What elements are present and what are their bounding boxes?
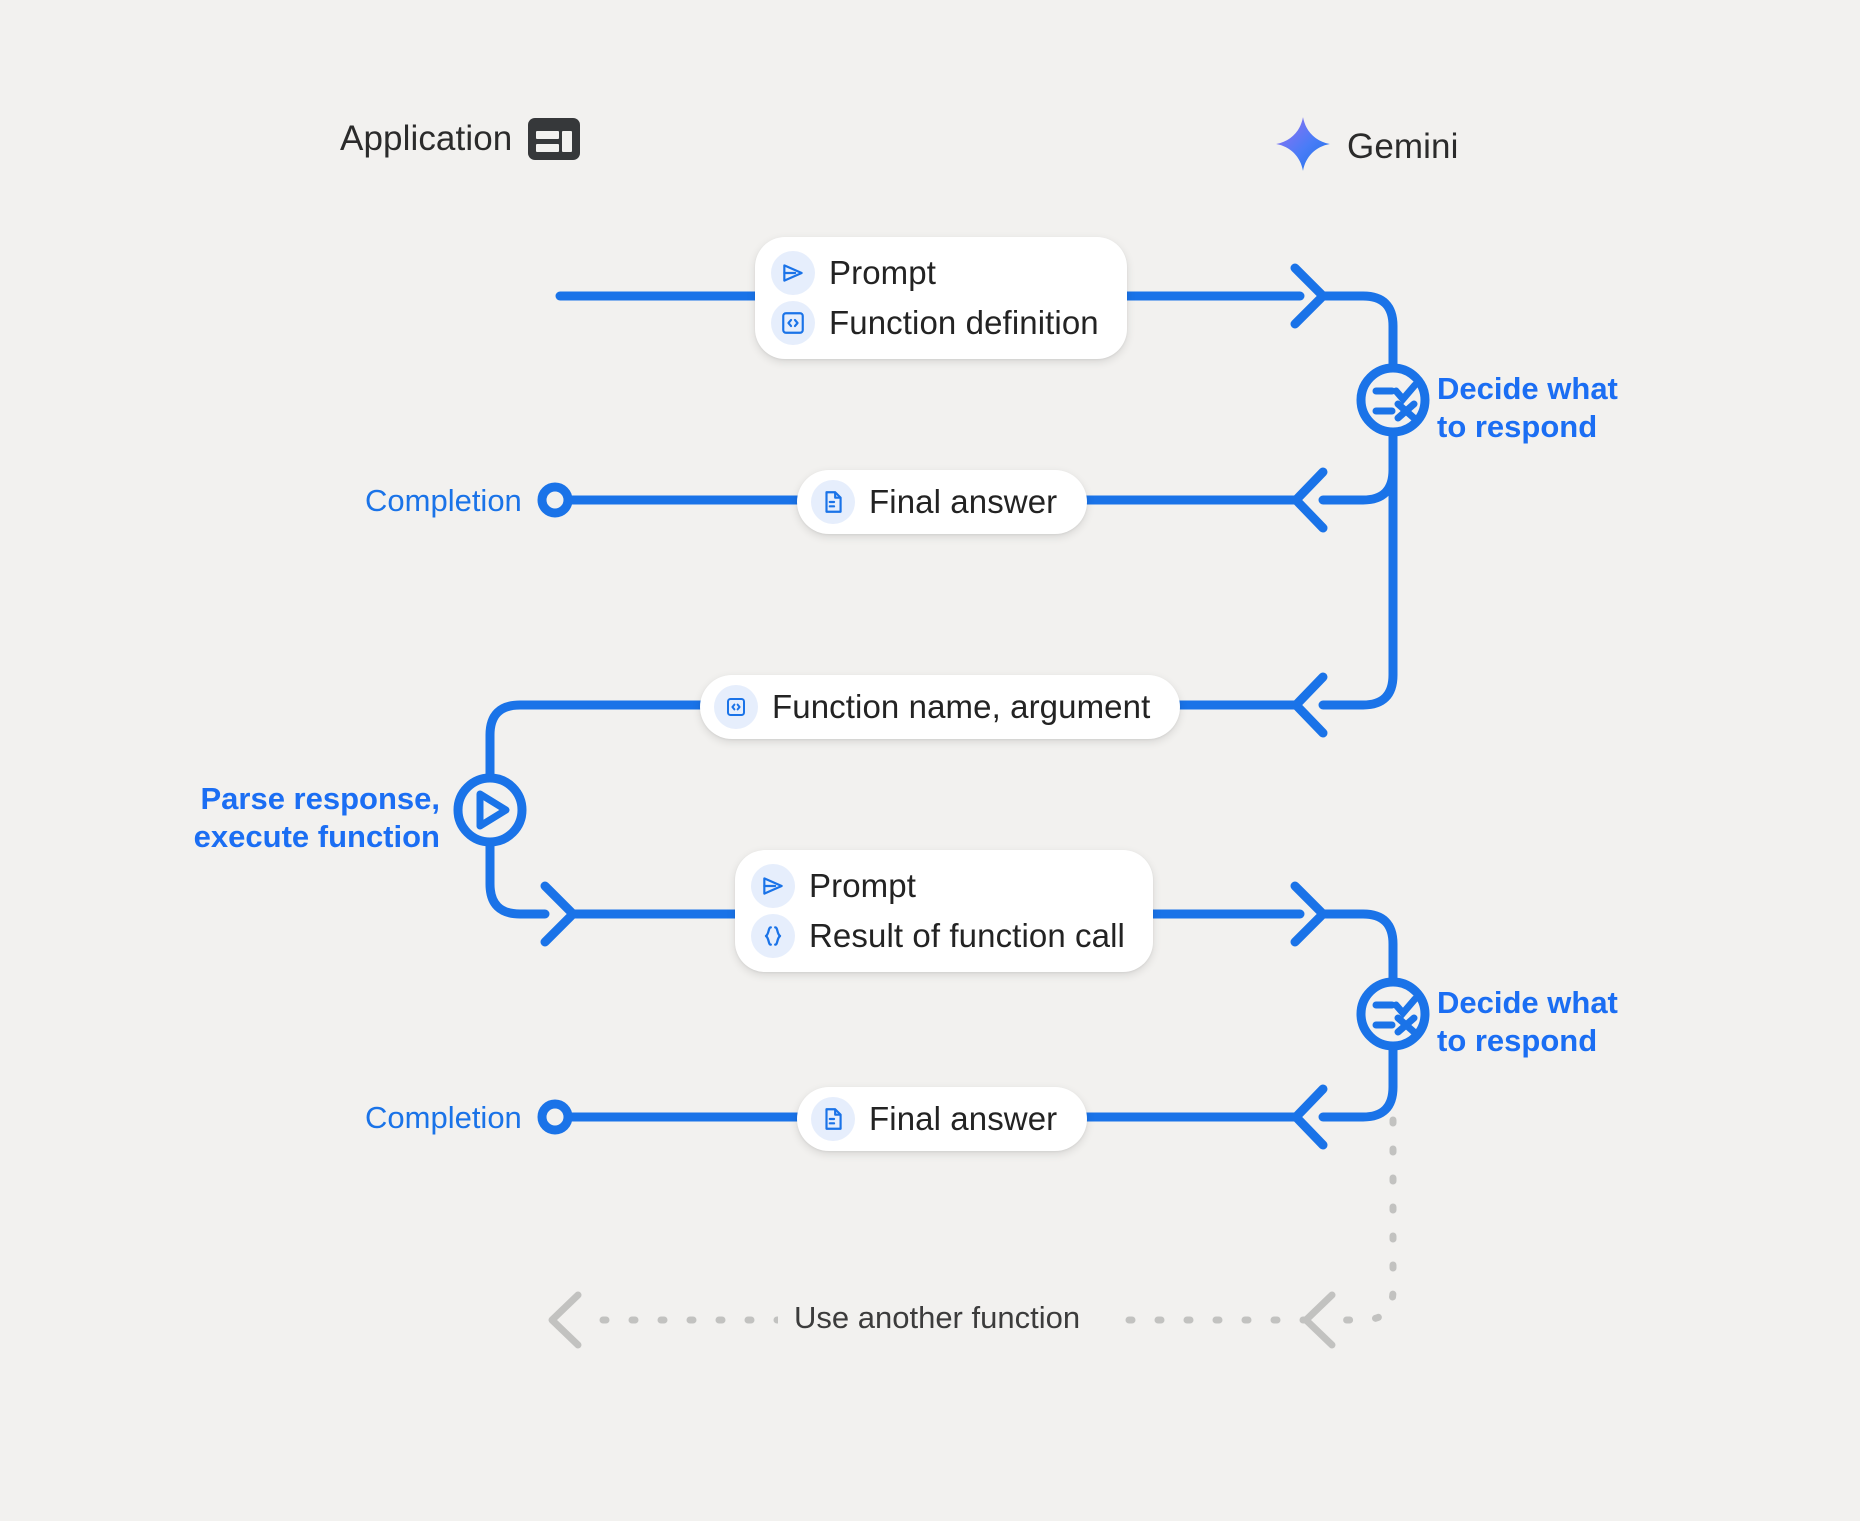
message-text: Prompt	[829, 254, 936, 291]
message-card-request-2[interactable]: Prompt Result of function call	[735, 850, 1153, 972]
message-card-final-answer-2[interactable]: Final answer	[797, 1087, 1088, 1151]
message-row: Final answer	[811, 480, 1057, 524]
message-text: Prompt	[809, 867, 916, 904]
lane-label-application: Application	[340, 119, 513, 158]
message-card-request-1[interactable]: Prompt Function definition	[755, 237, 1127, 359]
annotation-parse-execute: Parse response, execute function	[193, 781, 440, 854]
decision-node-1	[1356, 363, 1430, 437]
message-text: Final answer	[869, 1100, 1058, 1137]
code-brackets-icon	[771, 301, 815, 345]
arrow-loop-another-function	[548, 1116, 1397, 1349]
message-card-final-answer-1[interactable]: Final answer	[797, 470, 1088, 534]
message-row: Function definition	[771, 301, 1099, 345]
curly-braces-icon	[751, 914, 795, 958]
annotation-completion-2: Completion	[365, 1100, 522, 1135]
message-row: Final answer	[811, 1097, 1057, 1141]
annotation-decide-1: Decide what to respond	[1437, 371, 1618, 444]
lane-label-gemini: Gemini	[1347, 126, 1459, 166]
lane-header-application: Application	[340, 118, 581, 160]
message-text: Final answer	[869, 483, 1058, 520]
decision-node-2	[1356, 977, 1430, 1051]
annotation-completion-1: Completion	[365, 483, 522, 518]
lane-header-gemini: Gemini	[1275, 116, 1458, 177]
message-text: Function name, argument	[772, 688, 1151, 725]
annotation-loop-label: Use another function	[778, 1300, 1097, 1336]
gemini-sparkle-icon	[1275, 116, 1331, 177]
document-icon	[811, 1097, 855, 1141]
message-row: Function name, argument	[714, 685, 1150, 729]
execute-node	[453, 773, 527, 847]
document-icon	[811, 480, 855, 524]
message-text: Function definition	[829, 304, 1099, 341]
send-triangle-icon	[771, 251, 815, 295]
send-triangle-icon	[751, 864, 795, 908]
annotation-decide-2: Decide what to respond	[1437, 985, 1618, 1058]
message-row: Result of function call	[751, 914, 1125, 958]
code-brackets-icon	[714, 685, 758, 729]
message-row: Prompt	[751, 864, 1125, 908]
message-card-function-call[interactable]: Function name, argument	[700, 675, 1181, 739]
message-text: Result of function call	[809, 917, 1125, 954]
message-row: Prompt	[771, 251, 1099, 295]
dashboard-icon	[528, 118, 581, 160]
